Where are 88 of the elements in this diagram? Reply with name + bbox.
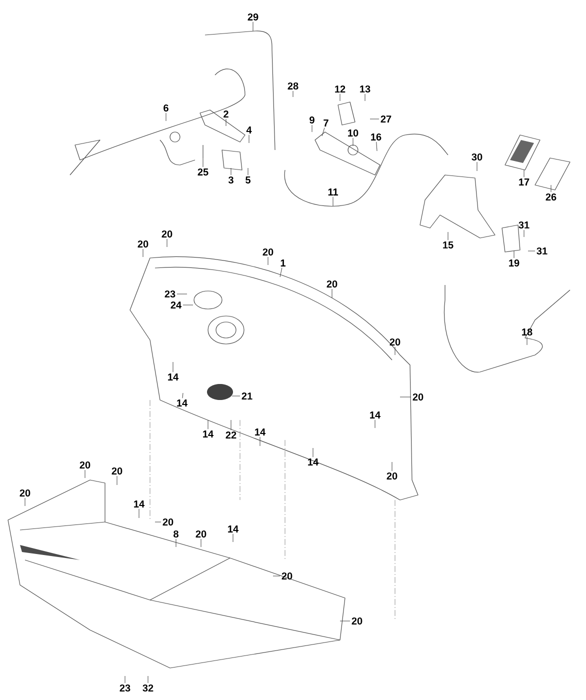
callout-number: 15	[443, 242, 454, 248]
leader-line	[116, 476, 118, 486]
callout-number: 18	[522, 328, 532, 336]
callout-number: 6	[164, 104, 168, 112]
callout-number: 20	[20, 489, 30, 497]
leader-line	[376, 142, 378, 152]
leader-line	[340, 620, 350, 622]
leader-line	[400, 396, 412, 398]
callout-number: 14	[255, 428, 266, 436]
callout-number: 23	[164, 290, 176, 298]
callout-number: 7	[324, 120, 328, 126]
leader-line	[172, 362, 174, 372]
callout-number: 20	[262, 248, 274, 256]
callout-number: 28	[288, 82, 298, 90]
callout-number: 14	[370, 412, 380, 418]
callout-number: 14	[203, 430, 214, 438]
callout-number: 11	[328, 188, 338, 196]
callout-number: 14	[134, 500, 144, 508]
callout-number: 20	[162, 230, 172, 238]
callout-number: 20	[326, 280, 338, 288]
leader-line	[84, 470, 86, 478]
callout-number: 30	[472, 153, 482, 161]
callout-number: 20	[80, 461, 90, 469]
callout-number: 4	[246, 126, 252, 134]
callout-number: 19	[509, 259, 520, 267]
callout-number: 14	[177, 400, 188, 406]
callout-number: 20	[196, 530, 206, 538]
leader-line	[322, 128, 325, 136]
leader-line	[394, 346, 396, 356]
leader-line	[232, 534, 234, 542]
callout-number: 32	[142, 684, 154, 692]
leader-line	[142, 248, 144, 258]
callout-number: 20	[282, 572, 292, 580]
callout-number: 9	[310, 116, 314, 124]
leader-line	[352, 138, 354, 146]
callout-number: 14	[228, 526, 238, 532]
callout-number: 20	[386, 472, 398, 480]
callout-number: 20	[352, 617, 362, 625]
leader-line	[166, 238, 168, 248]
leader-line	[526, 336, 528, 346]
leader-line	[374, 420, 376, 428]
leader-line	[312, 448, 314, 458]
leader-line	[528, 250, 536, 252]
callout-number: 2	[224, 110, 228, 118]
callout-number: 17	[519, 178, 530, 186]
callout-number: 29	[248, 13, 258, 21]
callout-number: 20	[412, 393, 424, 401]
callout-number: 5	[246, 176, 250, 184]
leader-line	[550, 184, 552, 192]
leader-line	[332, 196, 334, 206]
callout-number: 20	[112, 467, 122, 475]
leader-line	[248, 134, 250, 144]
leader-line	[182, 304, 194, 306]
callout-number: 25	[198, 168, 208, 176]
callout-number: 31	[518, 221, 530, 229]
callout-number: 12	[335, 86, 346, 92]
callout-number: 24	[170, 302, 182, 308]
leader-line	[202, 158, 204, 168]
leader-line	[292, 90, 294, 98]
leader-line	[476, 162, 478, 172]
callout-number: 20	[162, 518, 174, 526]
callout-number: 16	[371, 133, 382, 141]
callout-number: 31	[536, 247, 548, 255]
leader-line	[230, 420, 232, 430]
callout-number: 21	[242, 392, 252, 400]
leader-line	[230, 168, 232, 176]
leader-line	[24, 498, 26, 506]
callout-number: 22	[226, 432, 236, 438]
leader-line	[182, 392, 184, 398]
leader-line	[370, 118, 380, 120]
callout-number: 14	[168, 374, 178, 380]
callout-number: 27	[380, 116, 392, 122]
leader-line	[364, 94, 366, 102]
callout-number: 13	[360, 85, 370, 93]
callout-number: 10	[348, 129, 358, 137]
callout-number: 26	[546, 193, 556, 201]
leader-line	[200, 538, 202, 548]
callout-number: 8	[174, 530, 178, 538]
callout-number: 20	[138, 240, 148, 248]
leader-line	[252, 22, 254, 32]
leader-line	[124, 676, 126, 684]
callout-number: 3	[228, 176, 234, 184]
leader-line	[280, 268, 282, 278]
callout-number: 1	[280, 260, 286, 266]
leader-line	[138, 508, 140, 518]
callout-number: 14	[308, 458, 318, 466]
callout-number: 20	[390, 338, 400, 346]
callout-number: 23	[120, 684, 130, 692]
